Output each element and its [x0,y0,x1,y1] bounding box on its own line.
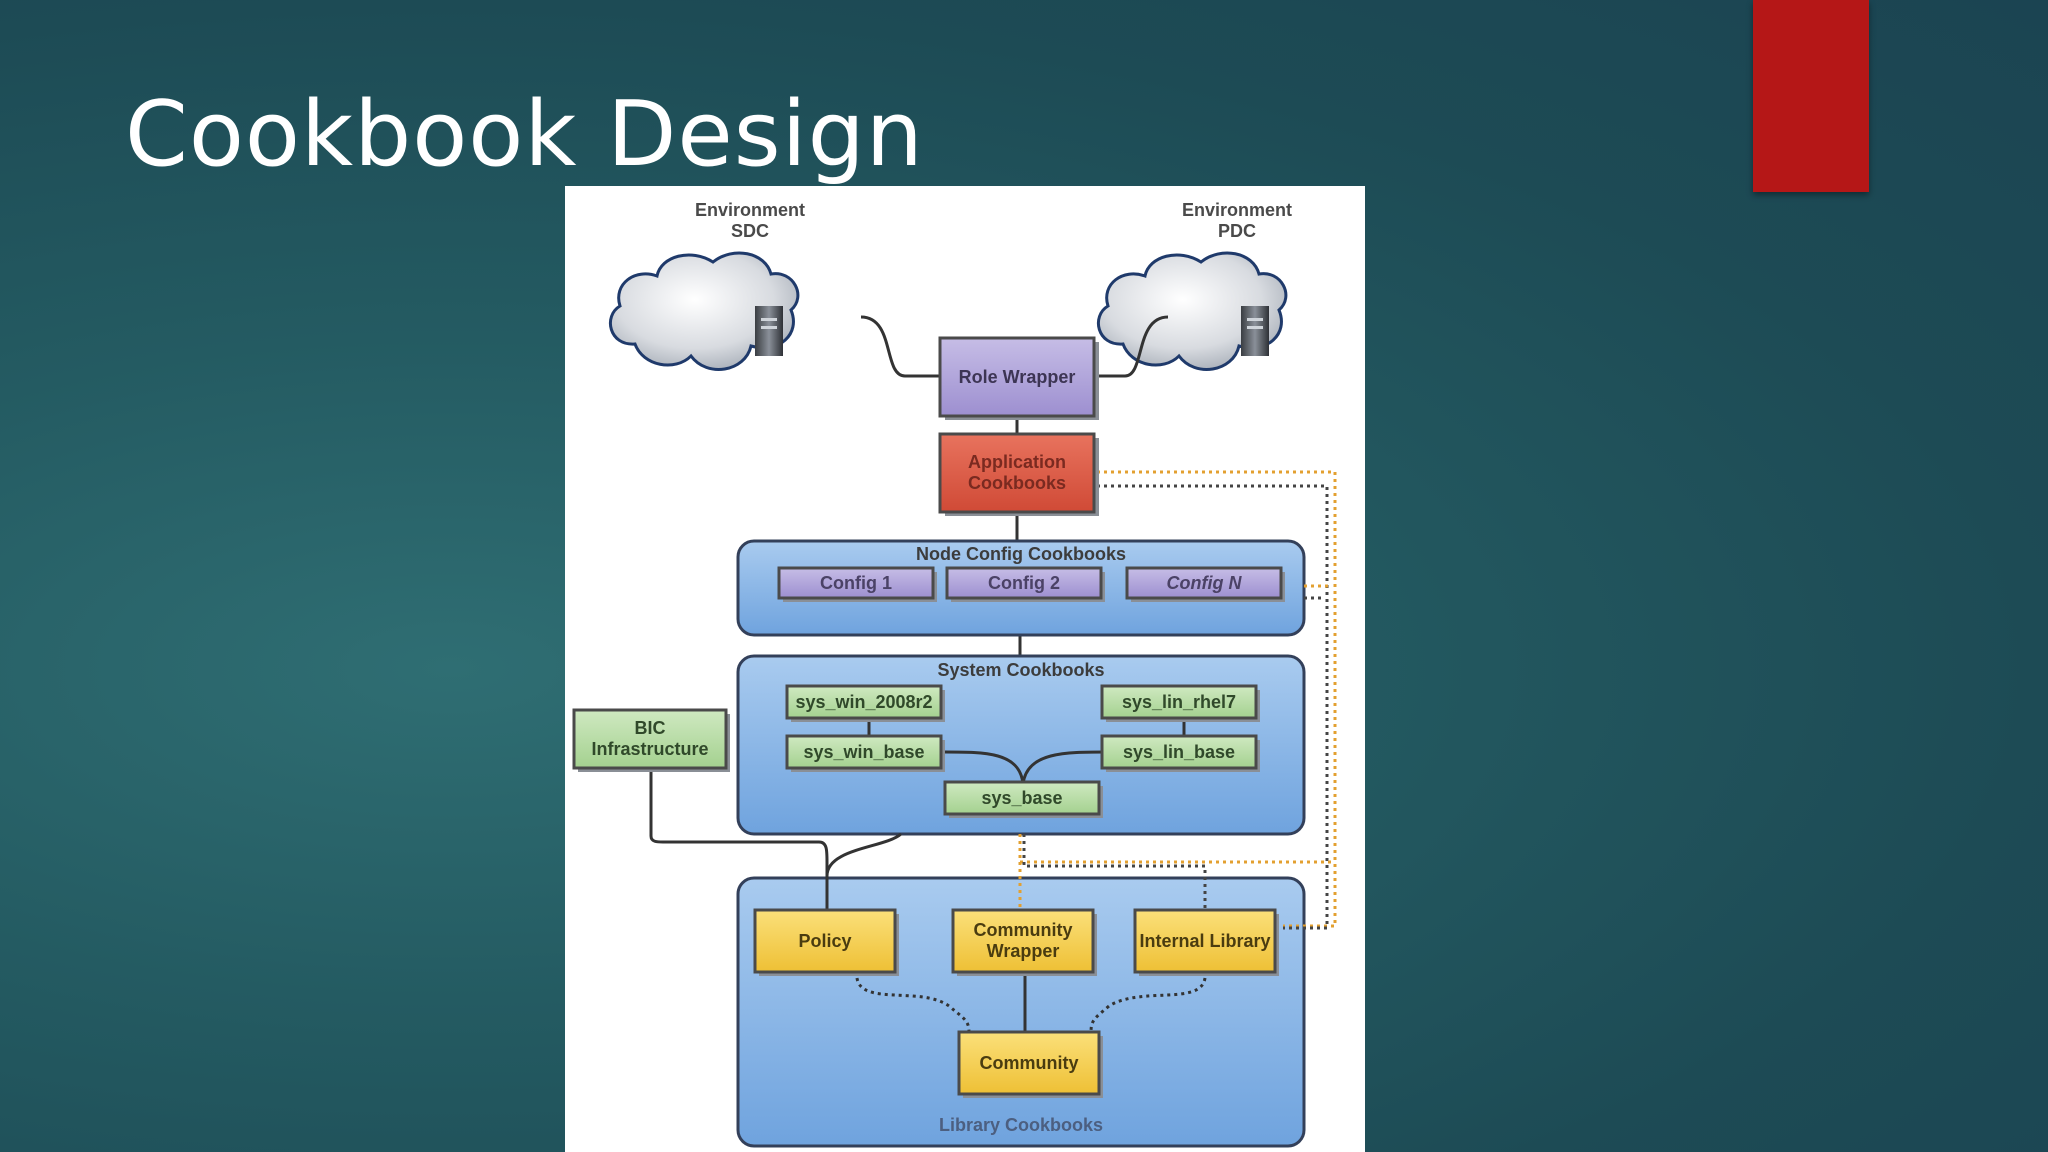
community-wrapper-box: Community Wrapper [973,920,1073,961]
internal-library-box: Internal Library [1139,930,1271,951]
accent-tab [1753,0,1869,192]
sys-win-2008r2-box: sys_win_2008r2 [795,691,933,712]
library-cookbooks-title: Library Cookbooks [938,1114,1104,1135]
server-icon [755,306,783,356]
sys-lin-base-box: sys_lin_base [1122,741,1236,762]
community-box: Community [979,1052,1079,1073]
cloud-left-icon [609,251,800,371]
sys-lin-rhel7-box: sys_lin_rhel7 [1121,691,1237,712]
policy-box: Policy [798,930,852,951]
diagram-graphics [572,251,1337,1148]
cloud-right-icon [1097,251,1288,371]
application-cookbooks-box: Application Cookbooks [967,452,1066,493]
config-2-box: Config 2 [988,572,1060,593]
sys-win-base-box: sys_win_base [803,741,925,762]
server-icon [1241,306,1269,356]
bic-infrastructure-box: BIC Infrastructure [591,718,709,759]
system-cookbooks-title: System Cookbooks [937,659,1105,680]
config-1-box: Config 1 [820,572,892,593]
sys-base-box: sys_base [981,787,1063,808]
node-config-title: Node Config Cookbooks [916,543,1126,564]
slide-title: Cookbook Design [125,82,924,187]
config-n-box: Config N [1166,572,1242,593]
role-wrapper-box: Role Wrapper [958,366,1076,387]
